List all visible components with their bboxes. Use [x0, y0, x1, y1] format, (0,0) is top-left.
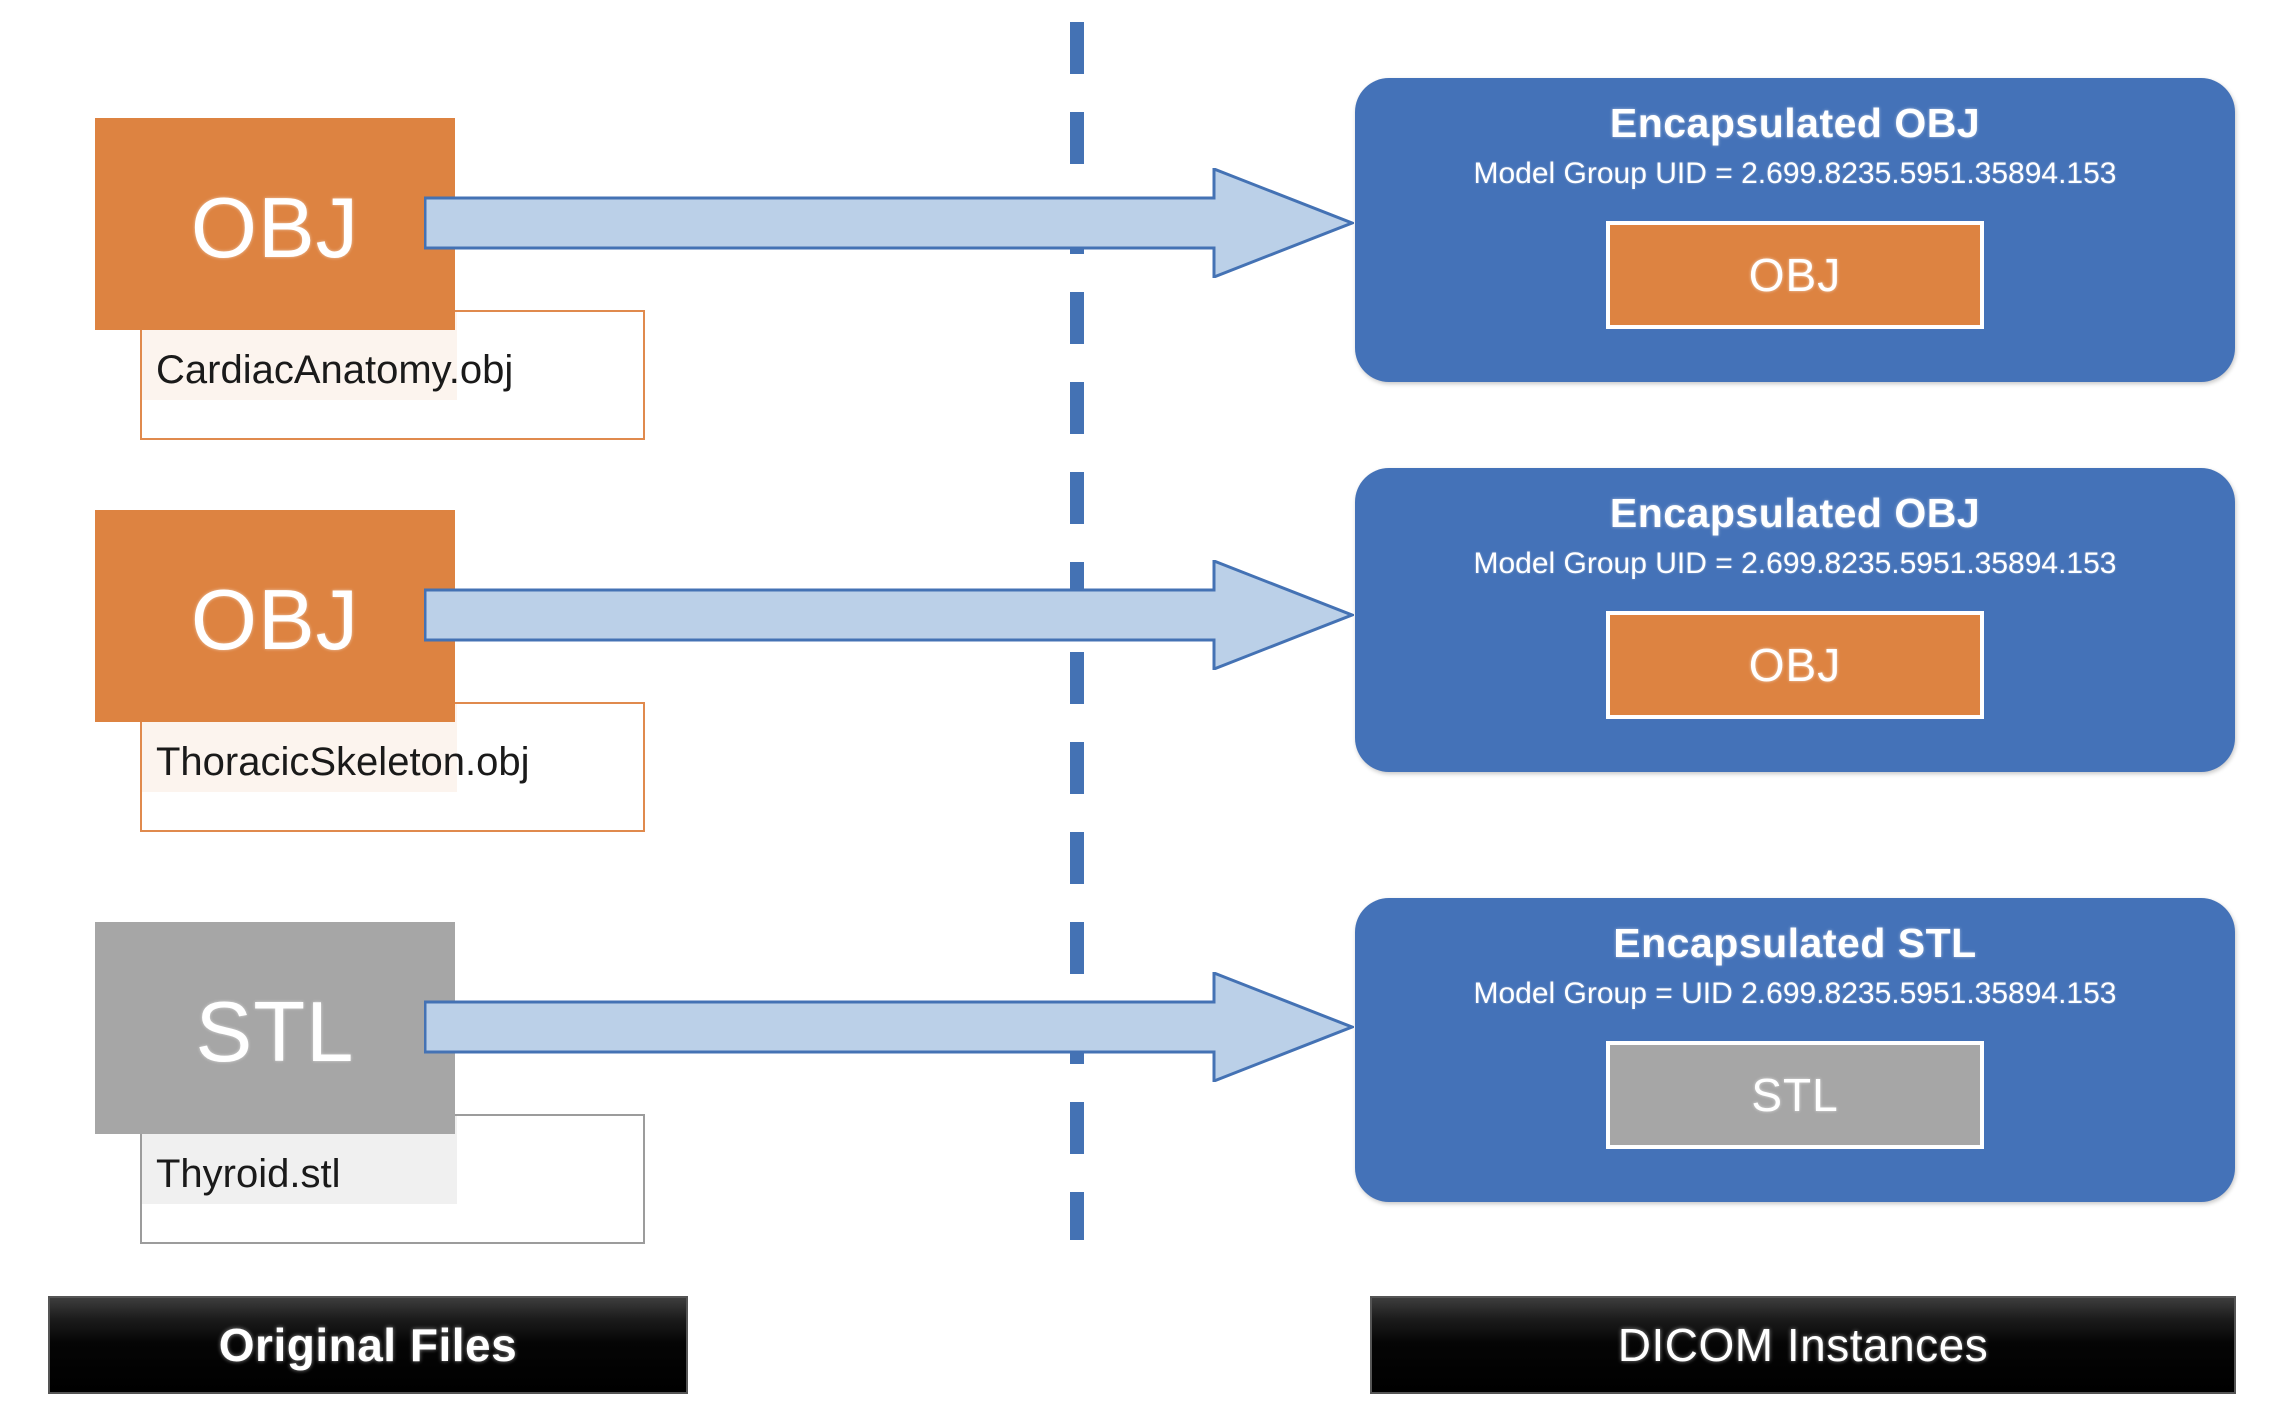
- dicom-payload-label-2: OBJ: [1748, 639, 1842, 691]
- dicom-panel-title-1: Encapsulated OBJ: [1609, 100, 1981, 146]
- conversion-arrow-3-icon: [424, 972, 1354, 1082]
- dicom-payload-box-2: OBJ: [1606, 611, 1984, 719]
- dicom-instances-banner-label: DICOM Instances: [1617, 1319, 1989, 1371]
- original-files-banner-label: Original Files: [218, 1319, 518, 1371]
- file-name-label-1: CardiacAnatomy.obj: [156, 348, 514, 392]
- file-type-label-1: OBJ: [190, 180, 360, 276]
- source-file-card-3[interactable]: Thyroid.stl STL: [95, 922, 655, 1252]
- dicom-payload-box-3: STL: [1606, 1041, 1984, 1149]
- dicom-panel-title-2: Encapsulated OBJ: [1609, 490, 1981, 536]
- file-type-block-1: OBJ: [95, 118, 455, 330]
- file-type-block-2: OBJ: [95, 510, 455, 722]
- file-type-label-2: OBJ: [190, 572, 360, 668]
- source-file-card-1[interactable]: CardiacAnatomy.obj OBJ: [95, 118, 655, 448]
- file-type-block-3: STL: [95, 922, 455, 1134]
- dicom-instances-banner: DICOM Instances: [1370, 1296, 2236, 1394]
- file-name-label-3: Thyroid.stl: [156, 1152, 341, 1196]
- file-type-label-3: STL: [195, 984, 355, 1080]
- dicom-payload-box-1: OBJ: [1606, 221, 1984, 329]
- file-name-label-2: ThoracicSkeleton.obj: [156, 740, 530, 784]
- original-files-banner: Original Files: [48, 1296, 688, 1394]
- dicom-payload-label-3: STL: [1751, 1069, 1839, 1121]
- dicom-instance-panel-3[interactable]: Encapsulated STL Model Group = UID 2.699…: [1355, 898, 2235, 1202]
- dicom-instance-panel-2[interactable]: Encapsulated OBJ Model Group UID = 2.699…: [1355, 468, 2235, 772]
- dicom-panel-subtitle-3: Model Group = UID 2.699.8235.5951.35894.…: [1473, 977, 2117, 1010]
- dicom-panel-title-3: Encapsulated STL: [1613, 920, 1977, 966]
- source-file-card-2[interactable]: ThoracicSkeleton.obj OBJ: [95, 510, 655, 840]
- conversion-arrow-1-icon: [424, 168, 1354, 278]
- dicom-panel-subtitle-2: Model Group UID = 2.699.8235.5951.35894.…: [1473, 547, 2117, 580]
- dicom-instance-panel-1[interactable]: Encapsulated OBJ Model Group UID = 2.699…: [1355, 78, 2235, 382]
- conversion-arrow-2-icon: [424, 560, 1354, 670]
- dicom-payload-label-1: OBJ: [1748, 249, 1842, 301]
- dicom-panel-subtitle-1: Model Group UID = 2.699.8235.5951.35894.…: [1473, 157, 2117, 190]
